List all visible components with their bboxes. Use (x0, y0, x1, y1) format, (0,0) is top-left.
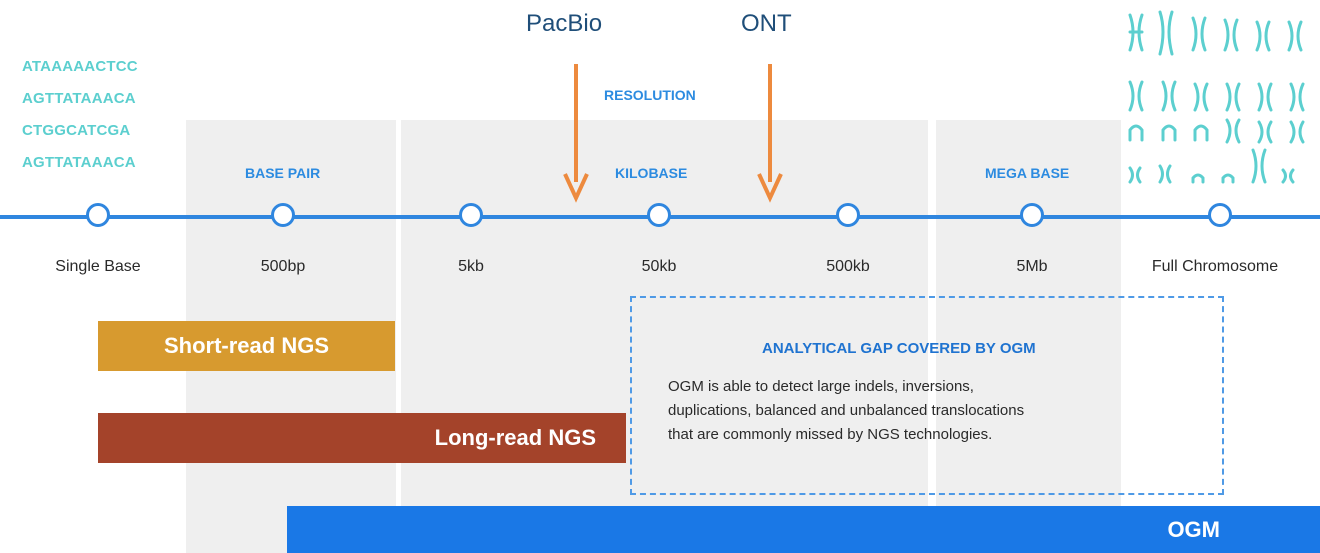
chromosomes-illustration (1128, 10, 1305, 184)
resolution-label: RESOLUTION (604, 87, 696, 103)
tick-label-500kb: 500kb (826, 258, 870, 275)
ogm-bar: OGM (287, 506, 1320, 553)
gap-line-1: OGM is able to detect large indels, inve… (668, 378, 974, 395)
platform-label-pacbio: PacBio (526, 10, 603, 37)
dna-sequence-3: CTGGCATCGA (22, 122, 131, 139)
tick-5mb (1020, 203, 1044, 227)
tick-500kb (836, 203, 860, 227)
tick-label-50kb: 50kb (641, 258, 677, 275)
gap-line-3: that are commonly missed by NGS technolo… (668, 426, 993, 443)
category-kilobase: KILOBASE (615, 165, 688, 181)
gap-line-2: duplications, balanced and unbalanced tr… (668, 402, 1025, 419)
tick-500bp (271, 203, 295, 227)
tick-50kb (647, 203, 671, 227)
tick-label-5kb: 5kb (458, 258, 484, 275)
dna-sequence-2: AGTTATAAACA (22, 90, 136, 107)
analytical-gap-description: OGM is able to detect large indels, inve… (668, 375, 1208, 447)
tick-label-5mb: 5Mb (1016, 258, 1048, 275)
short-read-ngs-label: Short-read NGS (163, 333, 330, 358)
band-kilobase (401, 120, 928, 553)
dna-sequence-1: ATAAAAACTCC (22, 58, 138, 75)
band-mega-base (936, 120, 1121, 553)
tick-5kb (459, 203, 483, 227)
pacbio-arrow (563, 64, 589, 203)
tick-full-chromosome (1208, 203, 1232, 227)
category-mega-base: MEGA BASE (985, 165, 1070, 181)
platform-label-ont: ONT (741, 10, 792, 37)
long-read-ngs-label: Long-read NGS (434, 425, 596, 450)
category-base-pair: BASE PAIR (245, 165, 321, 181)
short-read-ngs-bar: Short-read NGS (98, 321, 395, 371)
tick-label-500bp: 500bp (260, 258, 306, 275)
tick-label-single-base: Single Base (55, 258, 141, 275)
ont-arrow (757, 64, 783, 203)
analytical-gap-box (630, 296, 1224, 495)
ogm-label: OGM (1167, 516, 1220, 542)
long-read-ngs-bar: Long-read NGS (98, 413, 626, 463)
analytical-gap-title: ANALYTICAL GAP COVERED BY OGM (762, 340, 1036, 357)
tick-label-full-chromosome: Full Chromosome (1151, 258, 1279, 275)
tick-single-base (86, 203, 110, 227)
dna-sequence-4: AGTTATAAACA (22, 154, 136, 171)
